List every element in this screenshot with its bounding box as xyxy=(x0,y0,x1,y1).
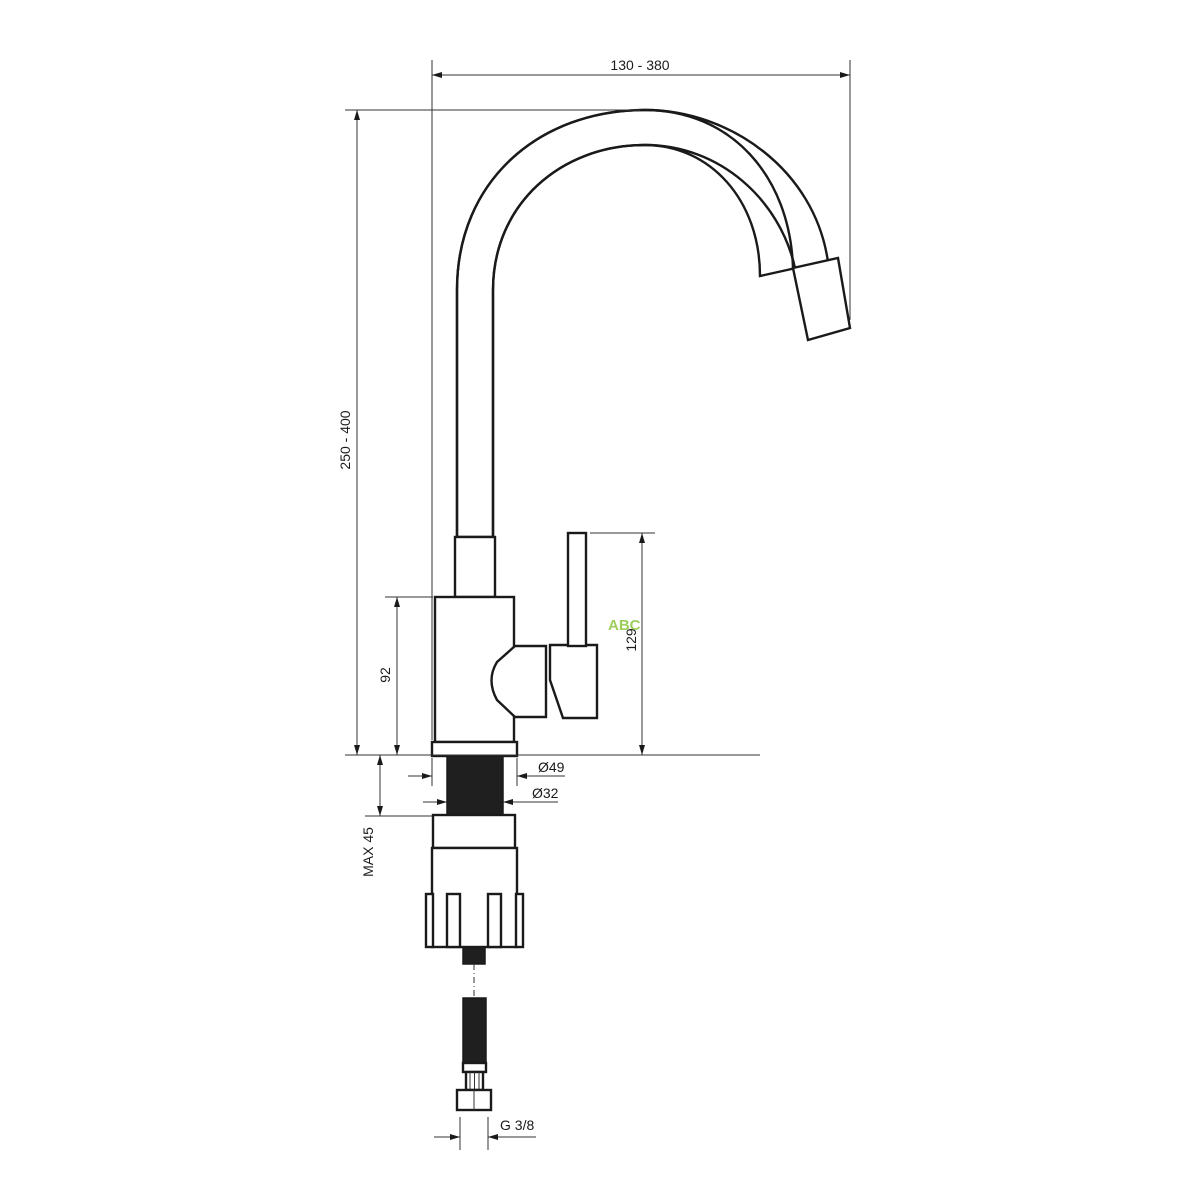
spout-outline xyxy=(455,108,830,537)
hose-ribs xyxy=(464,1070,485,1092)
body-height-label: 92 xyxy=(377,667,393,683)
watermark: ABC xyxy=(608,617,641,634)
nut-flute xyxy=(514,892,525,949)
cartridge-housing xyxy=(490,644,548,719)
base-diameter-label: Ø49 xyxy=(538,759,565,775)
fixing-nut-top xyxy=(431,813,517,850)
spout-reach-label: 130 - 380 xyxy=(610,57,669,73)
dimension-lever-height: 129 xyxy=(590,532,655,755)
max-countertop-label: MAX 45 xyxy=(360,827,376,877)
spout-neck xyxy=(453,535,497,599)
supply-hose xyxy=(462,997,487,1064)
handle-base xyxy=(548,643,599,720)
dimension-base-diameter: Ø49 xyxy=(408,758,565,786)
aerator-nozzle xyxy=(791,256,852,342)
nut-flute xyxy=(424,892,435,949)
dimension-max-countertop: MAX 45 xyxy=(360,755,432,877)
nut-slot xyxy=(486,892,503,949)
mounting-thread xyxy=(446,755,504,817)
hose-connection-label: G 3/8 xyxy=(500,1117,534,1133)
lever-height-label: 129 xyxy=(623,628,639,652)
dimension-spout-reach: 130 - 380 xyxy=(431,57,851,740)
stud xyxy=(462,946,486,965)
dimension-hose-connection: G 3/8 xyxy=(434,1117,536,1150)
hose-collar xyxy=(461,1061,488,1074)
base-ring xyxy=(430,740,519,758)
spout xyxy=(455,108,806,539)
nut-slot xyxy=(445,892,462,949)
lever xyxy=(566,531,588,648)
thread-diameter-label: Ø32 xyxy=(532,785,559,801)
fixing-nut xyxy=(430,846,519,949)
dimension-thread-diameter: Ø32 xyxy=(423,785,559,805)
dimension-total-height: 250 - 400 xyxy=(337,109,760,756)
dimension-body-height: 92 xyxy=(377,596,433,755)
total-height-label: 250 - 400 xyxy=(337,410,353,469)
